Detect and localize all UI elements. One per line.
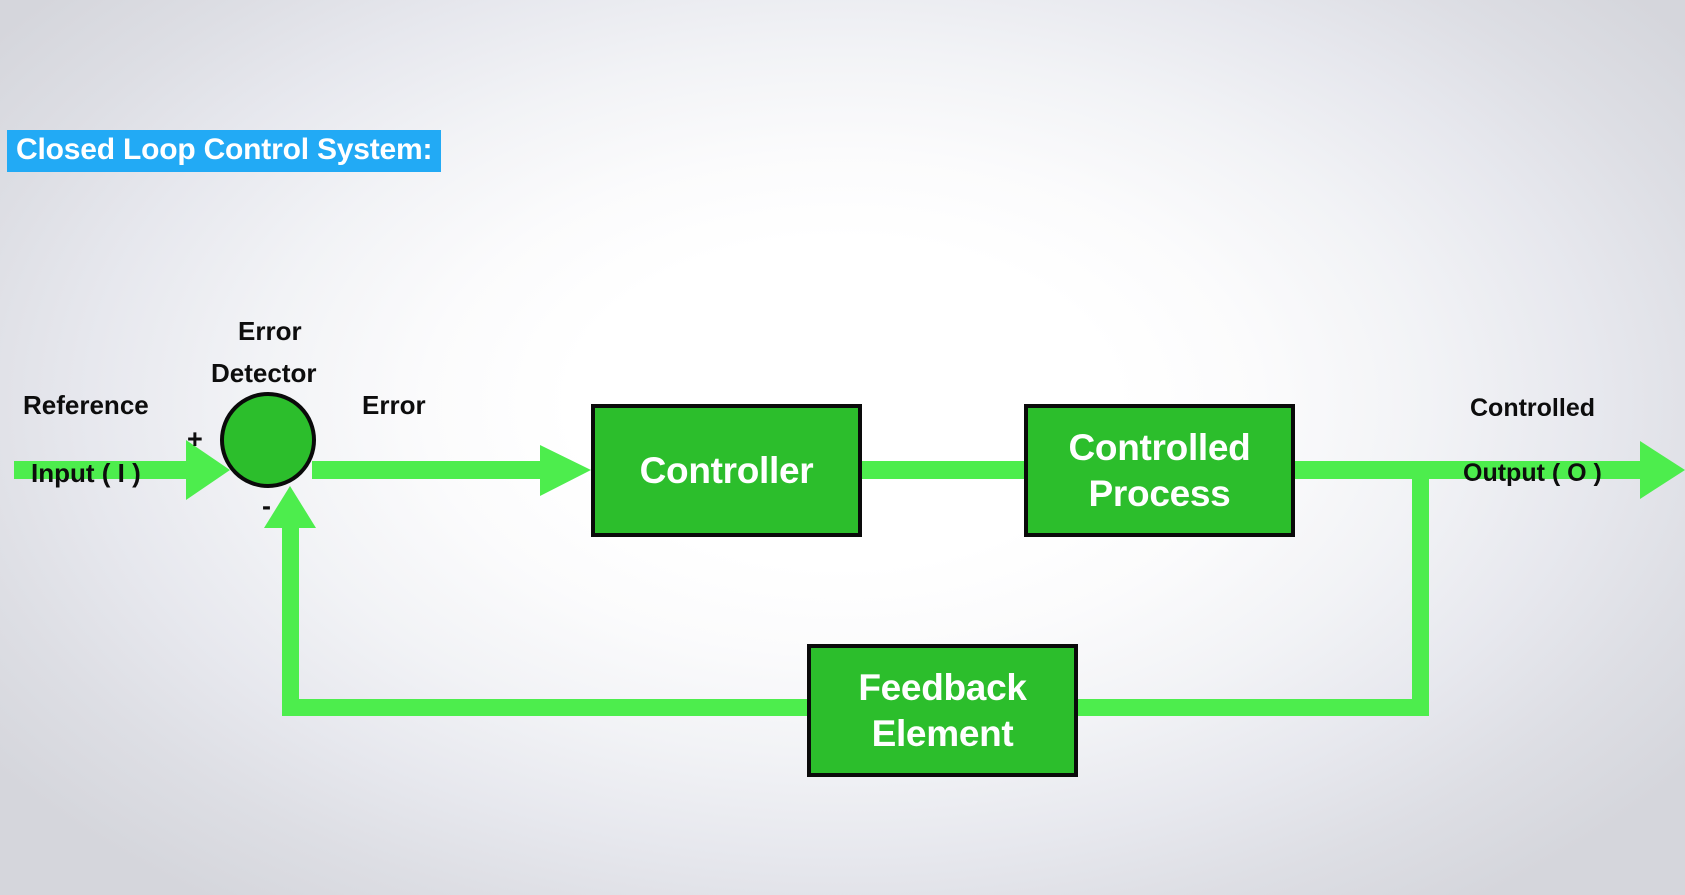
feedback-return-line [264, 486, 809, 716]
reference-input-arrow [14, 440, 230, 500]
reference-input-label-line2: Input ( I ) [31, 458, 141, 488]
controlled-process-label-line2: Process [1088, 472, 1231, 514]
controlled-output-label-line2: Output ( O ) [1463, 459, 1602, 487]
controller-block[interactable]: Controller [591, 404, 862, 537]
error-signal-arrow [312, 445, 591, 496]
controlled-output-arrow [1293, 441, 1685, 499]
reference-input-label-line1: Reference [23, 390, 149, 420]
feedback-element-label-line1: Feedback [858, 667, 1027, 709]
controlled-process-label-line1: Controlled [1068, 427, 1251, 469]
controller-to-process-link [860, 461, 1026, 479]
error-detector-label-line2: Detector [211, 358, 317, 388]
feedback-element-label-line2: Element [871, 712, 1014, 754]
feedback-element-block[interactable]: Feedback Element [807, 644, 1078, 777]
controlled-output-label-line1: Controlled [1470, 394, 1595, 422]
minus-sign-icon: - [262, 491, 271, 521]
feedback-tap-line [1078, 461, 1429, 716]
summing-junction-circle [220, 392, 316, 488]
plus-sign-icon: + [187, 424, 203, 454]
error-detector-label-line1: Error [238, 316, 302, 346]
controlled-process-block[interactable]: Controlled Process [1024, 404, 1295, 537]
error-signal-label: Error [362, 390, 426, 420]
page-title: Closed Loop Control System: [7, 130, 442, 172]
controller-block-label: Controller [639, 449, 814, 491]
